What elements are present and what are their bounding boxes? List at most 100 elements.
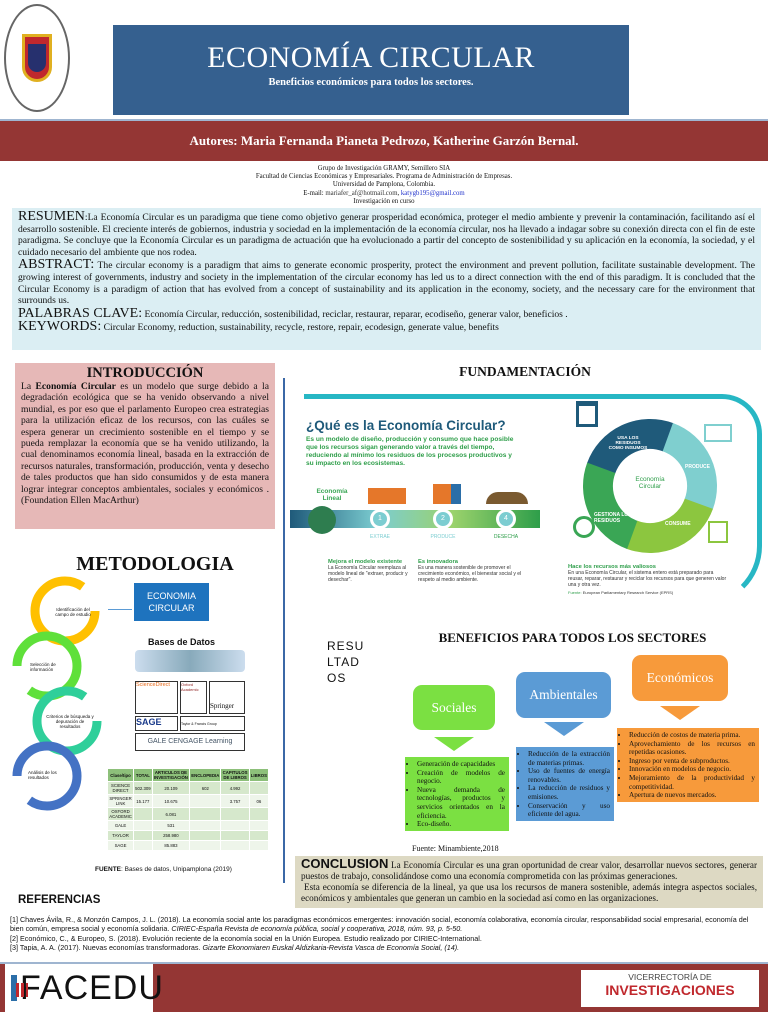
category-ambientales: Ambientales xyxy=(516,672,611,718)
benefit-item: Mejoramiento de la productividad y compe… xyxy=(629,774,755,791)
keywords-label: KEYWORDS: xyxy=(18,319,102,335)
benefit-list: Reducción de la extracción de materias p… xyxy=(516,747,614,821)
bases-de-datos-title: Bases de Datos xyxy=(148,637,216,647)
reference-text: [1] Chaves Ávila, R., & Monzón Campos, J… xyxy=(10,915,749,934)
linear-arrow-bar xyxy=(290,510,540,528)
table-cell xyxy=(220,820,250,831)
step-label: PRODUCE xyxy=(430,534,456,540)
research-status: Investigación en curso xyxy=(353,197,415,205)
circular-economy-infographic: ¿Qué es la Economía Circular? Es un mode… xyxy=(290,386,768,611)
arrow-connector xyxy=(108,609,132,610)
abstract-text: The circular economy is a paradigm that … xyxy=(18,260,755,307)
intro-text: es un modelo que surge debido a la degra… xyxy=(21,381,269,507)
benefit-item: Reducción de costos de materia prima. xyxy=(629,731,755,740)
chevron-down-icon xyxy=(434,737,474,751)
table-cell xyxy=(248,820,270,831)
methodology-flow-arcs xyxy=(12,576,102,811)
truck-icon xyxy=(368,488,406,504)
methodology-source: FUENTE: Bases de datos, Unipamplona (201… xyxy=(95,866,232,873)
chevron-down-icon xyxy=(543,722,584,736)
note-title: Hace los recursos más valiosos xyxy=(568,564,656,570)
resumen-text: :La Economía Circular es un paradigma qu… xyxy=(18,212,755,258)
facedu-logo: FACEDU xyxy=(5,964,163,1012)
factory-outline-icon xyxy=(704,424,732,442)
palabras-clave-label: PALABRAS CLAVE: xyxy=(18,305,143,321)
authors-banner: Autores: Maria Fernanda Pianeta Pedrozo,… xyxy=(0,119,768,161)
email-label: E-mail: xyxy=(303,189,324,197)
table-header: ENCLOPEDIA xyxy=(189,768,222,782)
referencias-heading: REFERENCIAS xyxy=(18,894,101,906)
waste-pile-icon xyxy=(486,492,528,504)
conclusion-text-2: Esta economía se diferencia de la lineal… xyxy=(301,882,757,903)
table-cell xyxy=(248,830,270,841)
taylor-francis-logo: Taylor & Francis Group xyxy=(180,716,245,731)
metodologia-heading: METODOLOGIA xyxy=(76,553,234,575)
table-cell: 15.177 xyxy=(133,794,153,808)
reference-item: [2] Económico, C., & Europeo, S. (2018).… xyxy=(10,934,760,943)
benefit-item: Nueva demanda de tecnologías, productos … xyxy=(417,786,505,820)
conclusion-label: CONCLUSION xyxy=(301,856,389,871)
category-sociales: Sociales xyxy=(413,685,495,730)
globe-icon xyxy=(308,506,336,534)
cycle-label-gestiona: GESTIONA LOS RESIDUOS xyxy=(594,512,632,524)
email-link-2[interactable]: katygb195@gmail.com xyxy=(400,189,465,197)
source-label: Fuente: xyxy=(568,590,582,595)
affiliation-faculty: Facultad de Ciencias Económicas y Empres… xyxy=(255,173,513,181)
benefit-item: Eco-diseño. xyxy=(417,820,505,829)
abstract-section: RESUMEN:La Economía Circular es un parad… xyxy=(12,208,761,350)
email-link-1[interactable]: mariafer_af@hotmail.com xyxy=(325,189,398,197)
table-cell xyxy=(189,794,222,808)
table-header: Clase/tipo xyxy=(106,768,135,782)
circular-cycle-diagram xyxy=(583,419,717,553)
table-cell xyxy=(248,807,270,821)
sage-logo: SAGE xyxy=(135,716,178,731)
note-title: Mejora el modelo existente xyxy=(328,559,403,565)
benefit-list: Reducción de costos de materia prima.Apr… xyxy=(617,728,759,802)
economia-circular-box: ECONOMIA CIRCULAR xyxy=(134,583,209,621)
gale-logo: GALE CENGAGE Learning xyxy=(135,733,245,751)
table-cell: SPRINGER LINK xyxy=(106,794,135,808)
table-cell xyxy=(133,807,153,821)
benefit-item: Conservación y uso eficiente del agua. xyxy=(528,802,610,819)
table-cell: GALE xyxy=(106,820,135,831)
table-cell: 85.883 xyxy=(151,840,191,851)
step-circle-3: 4 xyxy=(496,509,516,529)
method-step-2: Selección de información xyxy=(30,662,56,672)
recycle-icon xyxy=(573,516,595,538)
table-cell: 3.757 xyxy=(220,794,250,808)
introduccion-section: INTRODUCCIÓN La Economía Circular es un … xyxy=(15,363,275,529)
benefit-item: Innovación en modelos de negocio. xyxy=(629,765,755,774)
category-económicos: Económicos xyxy=(632,655,728,701)
benefit-item: Creación de modelos de negocio. xyxy=(417,769,505,786)
poster-title: ECONOMÍA CIRCULAR xyxy=(207,41,535,74)
table-cell xyxy=(248,781,270,795)
table-cell xyxy=(189,830,222,841)
benefit-item: Ingreso por venta de subproductos. xyxy=(629,757,755,766)
affiliation: Grupo de Investigación GRAMY, Semillero … xyxy=(0,165,768,206)
table-header: LIBROS xyxy=(248,768,270,782)
benefit-item: Generación de capacidades xyxy=(417,760,505,769)
table-cell: SCIENCE DIRECT xyxy=(106,781,135,795)
infographic-definition: Es un modelo de diseño, producción y con… xyxy=(306,436,514,467)
vicerrectoria-logo: VICERRECTORÍA DE INVESTIGACIONES xyxy=(581,970,759,1007)
table-cell: 502.309 xyxy=(133,781,153,795)
step-arc-4 xyxy=(12,741,82,811)
bar-chart-icon xyxy=(11,975,28,1001)
column-divider xyxy=(283,378,285,883)
introduccion-heading: INTRODUCCIÓN xyxy=(86,365,204,381)
resumen-label: RESUMEN xyxy=(18,209,85,224)
table-cell: OXFORD ACADEMIC xyxy=(106,807,135,821)
step-circle-2: 2 xyxy=(433,509,453,529)
table-cell xyxy=(220,830,250,841)
fundamentacion-heading: FUNDAMENTACIÓN xyxy=(459,364,591,379)
title-banner: ECONOMÍA CIRCULAR Beneficios económicos … xyxy=(113,25,629,115)
benefit-list: Generación de capacidadesCreación de mod… xyxy=(405,757,509,831)
table-cell: 258.980 xyxy=(151,830,191,841)
note-title: Es innovadora xyxy=(418,559,458,565)
benefit-item: Aprovechamiento de los recursos en repet… xyxy=(629,740,755,757)
benefit-item: Reducción de la extracción de materias p… xyxy=(528,750,610,767)
